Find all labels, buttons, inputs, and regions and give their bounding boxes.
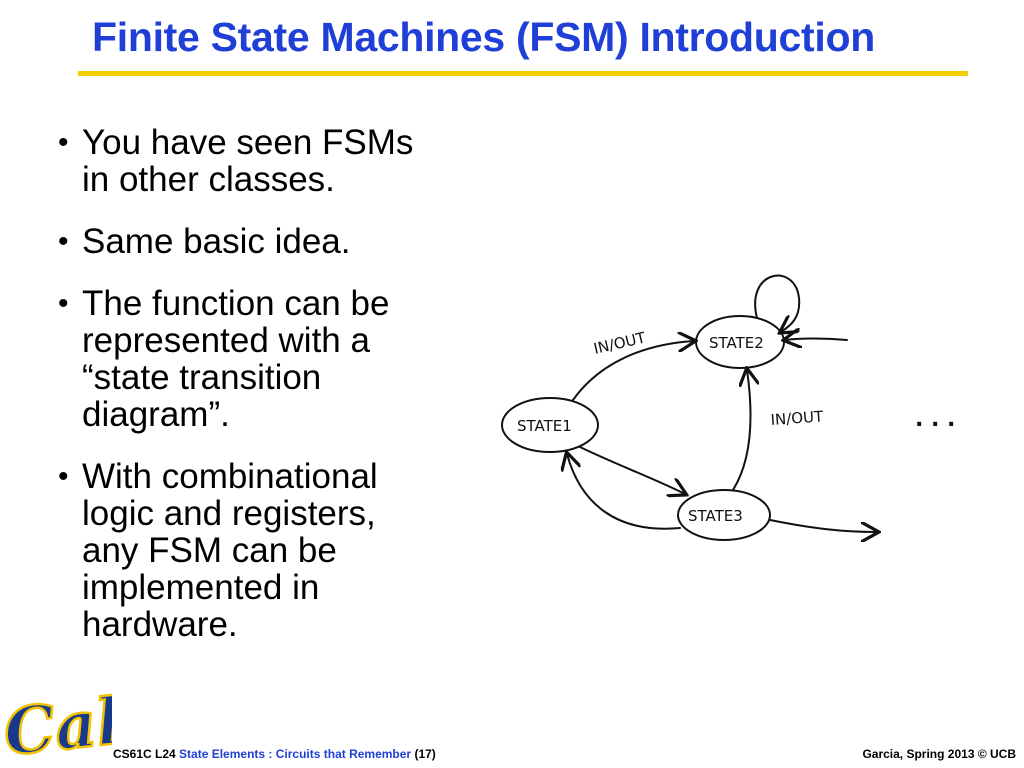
state2-self-loop — [754, 274, 801, 332]
bullet-dot: • — [58, 287, 69, 320]
edge-state1-to-state3 — [579, 446, 685, 494]
state2-label: STATE2 — [709, 334, 764, 352]
cal-logo: Cal — [2, 688, 112, 764]
footer-credit: Garcia, Spring 2013 © UCB — [862, 747, 1016, 761]
bullet-text-line: logic and registers, — [82, 494, 376, 533]
edge-state3-to-state2 — [732, 370, 750, 491]
state3-outgoing-arrow — [769, 519, 877, 532]
bullet-text-line: You have seen FSMs — [82, 123, 414, 162]
footer-course-info: CS61C L24 State Elements : Circuits that… — [113, 747, 436, 761]
edge-state1-to-state2 — [572, 341, 694, 401]
bullet-item: • You have seen FSMs in other classes. — [56, 124, 476, 198]
bullet-item: • With combinational logic and registers… — [56, 458, 476, 643]
bullet-text-line: With combinational — [82, 457, 378, 496]
edge-state3-to-state1 — [567, 454, 681, 530]
state-transition-diagram: STATE1 STATE2 STATE3 IN/OUT IN/OUT . . . — [501, 274, 955, 562]
bullet-text-line: Same basic idea. — [82, 222, 351, 261]
bullet-dot: • — [58, 225, 69, 258]
state1-label: STATE1 — [517, 417, 572, 435]
title-underline — [78, 71, 968, 76]
bullet-text-line: diagram”. — [82, 395, 230, 434]
bullet-text-line: in other classes. — [82, 160, 335, 199]
bullet-text-line: “state transition — [82, 358, 322, 397]
diagram-ellipsis: . . . — [915, 407, 955, 432]
bullet-item: • The function can be represented with a… — [56, 285, 476, 433]
bullet-dot: • — [58, 126, 69, 159]
bullet-text-line: any FSM can be — [82, 531, 337, 570]
bullet-dot: • — [58, 460, 69, 493]
bullet-text-line: implemented in — [82, 568, 320, 607]
state3-label: STATE3 — [688, 507, 743, 525]
bullet-item: • Same basic idea. — [56, 223, 476, 260]
footer-page-number: (17) — [411, 747, 436, 761]
bullet-text-line: hardware. — [82, 605, 238, 644]
state3-node — [677, 489, 771, 541]
bullet-list: • You have seen FSMs in other classes. •… — [56, 124, 476, 668]
bullet-text-line: The function can be — [82, 284, 390, 323]
slide-title: Finite State Machines (FSM) Introduction — [92, 14, 875, 60]
state1-node — [501, 397, 599, 453]
edge-label-state3-to-state2: IN/OUT — [770, 407, 825, 429]
footer-course: CS61C L24 — [113, 747, 180, 761]
cal-logo-text: Cal — [2, 688, 112, 764]
state2-incoming-arrow — [785, 339, 848, 341]
edge-label-state1-to-state2: IN/OUT — [592, 328, 648, 358]
footer-lecture-title: State Elements : Circuits that Remember — [179, 747, 412, 761]
bullet-text-line: represented with a — [82, 321, 370, 360]
